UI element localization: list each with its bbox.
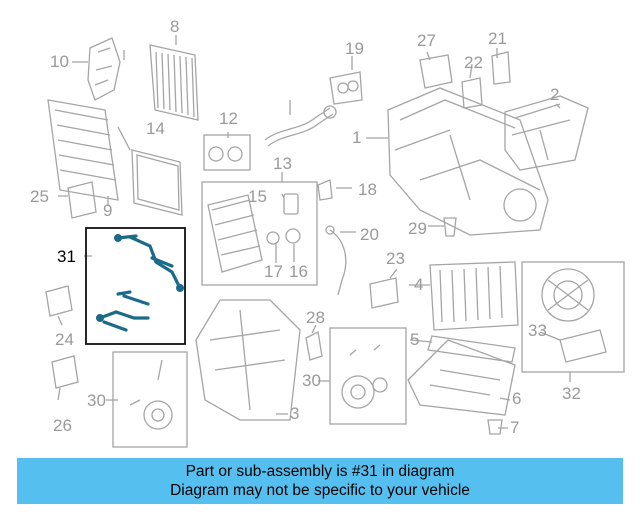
callout-19: 19 [345,39,364,58]
callout-7: 7 [510,418,520,437]
info-banner: Part or sub-assembly is #31 in diagram D… [17,458,623,504]
part-24-actuator [45,285,73,317]
part-8-heater-core [149,44,199,121]
callout-2: 2 [550,85,560,104]
callout-8: 8 [170,17,180,36]
part-20-hose [329,229,347,296]
part-32-blower [541,268,595,322]
callout-5: 5 [410,330,420,349]
part-6-tray [407,339,516,416]
callout-9: 9 [103,201,113,220]
callout-27: 27 [417,31,436,50]
part-13-core [207,194,263,273]
part-3-lower-housing [195,299,301,421]
part-1-housing [387,87,549,236]
callout-26: 26 [53,416,72,435]
callout-23: 23 [386,249,405,268]
part-31-hoses [98,234,182,332]
part-9-evaporator [47,99,119,201]
callout-20: 20 [360,225,379,244]
callout-1: 1 [352,128,362,147]
part-18-clip [317,179,333,201]
part-25-actuator [67,181,97,219]
parts-diagram [45,35,625,448]
part-28-sensor [305,331,323,361]
group-box-13 [201,181,318,286]
part-26-actuator [51,355,79,389]
callout-10: 10 [50,52,69,71]
callout-32: 32 [562,384,581,403]
callout-28: 28 [306,308,325,327]
part-29-sensor [443,217,457,237]
callout-22: 22 [464,53,483,72]
callout-16: 16 [289,262,308,281]
callout-4: 4 [414,275,424,294]
part-7-screw [487,419,503,435]
callout-15: 15 [248,187,267,206]
part-5-seal [427,335,516,363]
banner-line-2: Diagram may not be specific to your vehi… [170,482,470,499]
callout-14: 14 [146,119,165,138]
callout-29: 29 [408,219,427,238]
group-box-32 [521,261,625,373]
callout-13: 13 [273,154,292,173]
part-22-actuator [461,77,483,109]
callout-31: 31 [57,247,76,266]
group-box-30-left [112,351,188,448]
callout-17: 17 [264,262,283,281]
part-10-bracket [87,37,121,101]
group-box-30-right [329,327,407,425]
highlight-box-31 [85,227,186,345]
part-11-pipe [264,107,331,141]
part-23-module [369,277,399,309]
banner-line-1: Part or sub-assembly is #31 in diagram [185,463,455,480]
part-2-housing-cover [504,95,589,171]
callout-6: 6 [512,389,522,408]
part-14-filter [131,149,183,216]
part-21-actuator [491,51,511,85]
callout-30-right: 30 [302,371,321,390]
callout-25: 25 [30,187,49,206]
callout-18: 18 [358,180,377,199]
part-27-actuator [419,54,453,89]
callout-3: 3 [290,404,300,423]
part-33-resistor [559,329,607,363]
callout-30-left: 30 [87,391,106,410]
callout-24: 24 [55,330,74,349]
group-box-12 [203,134,251,171]
part-19-grommet [329,71,363,105]
part-4-cabin-filter [429,261,519,331]
callout-33: 33 [528,321,547,340]
callout-21: 21 [488,29,507,48]
callout-12: 12 [219,109,238,128]
